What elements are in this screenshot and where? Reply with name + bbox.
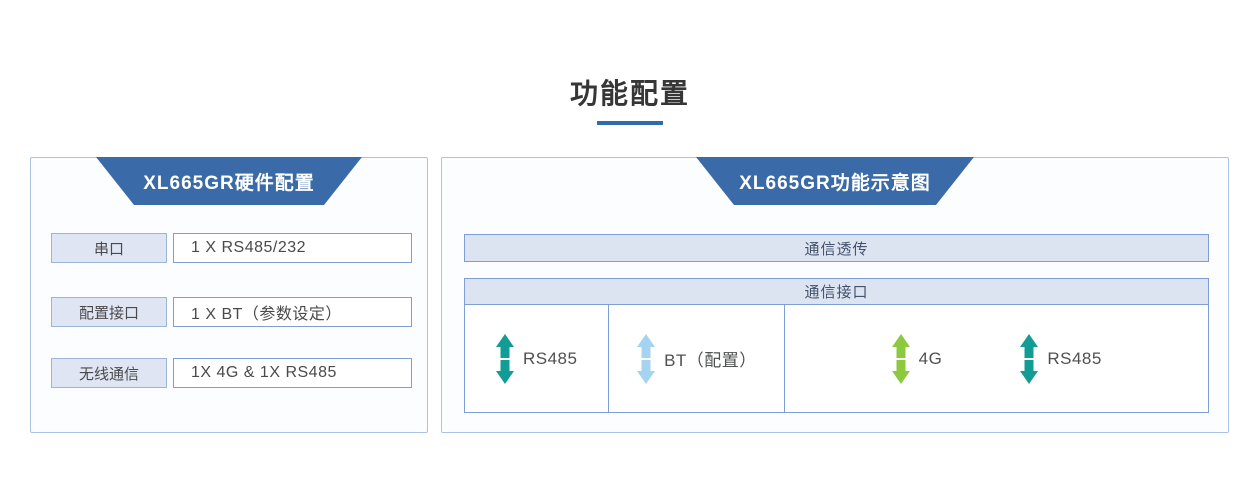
hardware-row-value: 1X 4G & 1X RS485 (173, 358, 412, 388)
interface-table: 通信接口 RS485 BT（配置） (464, 278, 1209, 413)
page-title: 功能配置 (569, 78, 690, 109)
interface-group: RS485 (1020, 333, 1102, 384)
interface-label: RS485 (522, 348, 578, 368)
hardware-row-wireless: 无线通信 1X 4G & 1X RS485 (51, 358, 412, 388)
interface-cell-rs485: RS485 (465, 305, 608, 412)
double-arrow-icon (891, 333, 910, 384)
hardware-row-label: 配置接口 (51, 297, 167, 327)
interface-group: BT（配置） (637, 333, 757, 384)
hardware-panel-header: XL665GR硬件配置 (96, 157, 362, 205)
function-panel-header: XL665GR功能示意图 (696, 157, 974, 205)
title-underline (597, 121, 663, 125)
function-diagram-panel: XL665GR功能示意图 通信透传 通信接口 RS485 (441, 157, 1229, 433)
hardware-row-serial: 串口 1 X RS485/232 (51, 233, 412, 263)
interface-label: RS485 (1047, 348, 1102, 368)
hardware-row-value: 1 X BT（参数设定） (173, 297, 412, 327)
page-header: 功能配置 (0, 72, 1260, 125)
hardware-row-label: 串口 (51, 233, 167, 263)
interface-cell-bt: BT（配置） (608, 305, 784, 412)
function-panel-title: XL665GR功能示意图 (739, 172, 931, 194)
double-arrow-icon (1020, 333, 1039, 384)
interface-label: 4G (918, 348, 943, 368)
interface-cell-wireless: 4G RS485 (784, 305, 1208, 412)
double-arrow-icon (495, 333, 514, 384)
double-arrow-icon (637, 333, 656, 384)
hardware-row-config-interface: 配置接口 1 X BT（参数设定） (51, 297, 412, 327)
hardware-config-panel: XL665GR硬件配置 串口 1 X RS485/232 配置接口 1 X BT… (30, 157, 428, 433)
hardware-row-label: 无线通信 (51, 358, 167, 388)
interface-table-body: RS485 BT（配置） 4G (464, 305, 1209, 413)
interface-label: BT（配置） (664, 351, 757, 370)
hardware-row-value: 1 X RS485/232 (173, 233, 412, 263)
interface-group: 4G (891, 333, 943, 384)
transparent-transmission-bar: 通信透传 (464, 234, 1209, 262)
interface-group: RS485 (495, 333, 578, 384)
hardware-panel-title: XL665GR硬件配置 (143, 172, 315, 194)
interface-table-header: 通信接口 (464, 278, 1209, 305)
